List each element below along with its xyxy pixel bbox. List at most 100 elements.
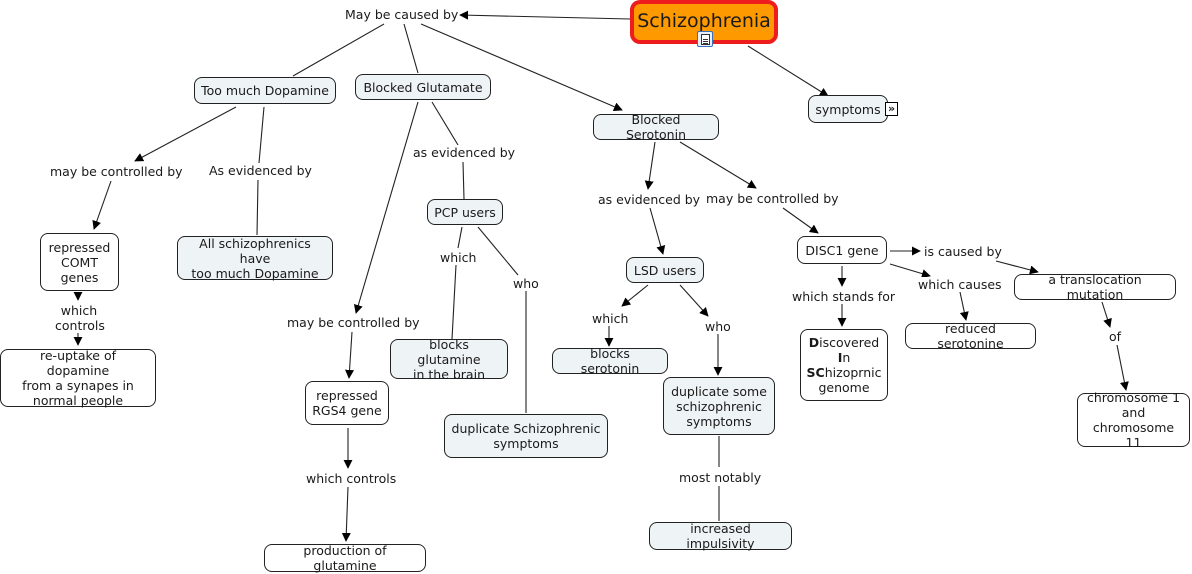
- link-label-as-evidenced-by: as evidenced by: [597, 192, 702, 207]
- acronym-rest: n: [842, 350, 851, 365]
- concept-label: DISC1 gene: [805, 242, 879, 258]
- concept-translocation-mutation[interactable]: a translocation mutation: [1014, 272, 1176, 302]
- link-which-blocks: [451, 264, 457, 340]
- concept-label: Blocked Glutamate: [363, 79, 483, 95]
- concept-label: Blocked Serotonin: [625, 112, 686, 142]
- link-label-which-controls: which controls: [305, 471, 398, 486]
- link-caused-serotonin: [420, 23, 623, 111]
- concept-pcp-users[interactable]: PCP users: [427, 199, 503, 225]
- concept-increased-impulsivity[interactable]: increased impulsivity: [649, 521, 792, 551]
- link-serotonin-evidenced: [644, 141, 656, 190]
- link-root-symptoms: [747, 45, 829, 97]
- acronym-rest: iscovered: [819, 335, 880, 350]
- concept-label: symptoms: [815, 101, 881, 117]
- concept-label: a translocation mutation: [1048, 272, 1142, 302]
- concept-repressed-comt[interactable]: repressed COMT genes: [40, 233, 119, 291]
- acronym-line: In: [838, 350, 851, 365]
- link-label-as-evidenced-by: as evidenced by: [412, 145, 517, 160]
- link-isCaused-translocation: [995, 260, 1039, 275]
- concept-reuptake-dopamine[interactable]: re-uptake of dopamine from a synapes in …: [0, 348, 156, 408]
- link-evidenced-all: [256, 179, 259, 236]
- link-controlled-comt: [92, 180, 112, 230]
- link-lsd-which: [621, 284, 649, 307]
- link-label-may-be-controlled-by: may be controlled by: [286, 315, 421, 330]
- link-label-of: of: [1108, 329, 1123, 344]
- acronym-letter: D: [808, 335, 820, 350]
- link-label-which-causes: which causes: [917, 277, 1003, 292]
- link-label-who: who: [704, 319, 732, 334]
- concept-label: blocks glutamine in the brain: [413, 336, 485, 382]
- link-label-may-be-caused-by: May be caused by: [344, 7, 460, 22]
- document-line-glyph: [703, 39, 708, 40]
- link-pcp-who: [477, 226, 519, 276]
- concept-label: chromosome 1 and chromosome 11: [1086, 390, 1181, 450]
- acronym-rest: hizoprnic: [824, 365, 882, 380]
- link-whichCauses-reduced: [959, 291, 969, 321]
- concept-label: blocks serotonin: [580, 346, 640, 376]
- concept-disc1-acronym[interactable]: Discovered In SChizoprnic genome: [800, 329, 888, 401]
- concept-all-schizophrenics[interactable]: All schizophrenics have too much Dopamin…: [177, 235, 333, 281]
- resource-document-icon[interactable]: [697, 31, 713, 47]
- link-which-production: [341, 486, 351, 542]
- concept-label: All schizophrenics have too much Dopamin…: [191, 235, 319, 281]
- link-label-as-evidenced-by: As evidenced by: [208, 163, 313, 178]
- acronym-line: SChizoprnic: [807, 365, 882, 380]
- concept-repressed-rgs4[interactable]: repressed RGS4 gene: [305, 381, 389, 425]
- concept-label: PCP users: [434, 204, 496, 220]
- concept-label: re-uptake of dopamine from a synapes in …: [22, 348, 134, 408]
- link-dopamine-evidenced: [258, 106, 265, 164]
- concept-chromosomes[interactable]: chromosome 1 and chromosome 11: [1077, 390, 1190, 450]
- document-line-glyph: [703, 41, 708, 42]
- link-label-may-be-controlled-by: may be controlled by: [49, 164, 184, 179]
- link-caused-dopamine: [292, 23, 385, 77]
- link-root-maybecaused: [459, 10, 631, 20]
- concept-label: Too much Dopamine: [201, 83, 329, 98]
- acronym-line: Discovered: [809, 335, 879, 350]
- link-serotonin-controlled: [679, 141, 757, 189]
- acronym-letter: I: [837, 350, 843, 365]
- concept-lsd-users[interactable]: LSD users: [626, 257, 704, 283]
- acronym-line: genome: [818, 380, 869, 395]
- concept-blocked-glutamate[interactable]: Blocked Glutamate: [355, 74, 491, 100]
- expand-submap-icon[interactable]: »: [885, 102, 898, 116]
- concept-production-glutamine[interactable]: production of glutamine: [264, 543, 426, 573]
- concept-duplicate-schizophrenic-symptoms[interactable]: duplicate Schizophrenic symptoms: [444, 414, 608, 458]
- link-label-most-notably: most notably: [678, 470, 763, 485]
- concept-duplicate-some-symptoms[interactable]: duplicate some schizophrenic symptoms: [663, 377, 775, 435]
- concept-label: duplicate Schizophrenic symptoms: [451, 421, 601, 451]
- acronym-rest: genome: [818, 380, 870, 395]
- concept-label: repressed COMT genes: [48, 239, 111, 285]
- link-label-who: who: [512, 276, 540, 291]
- link-of-chromosomes: [1116, 344, 1129, 391]
- link-label-which: which: [591, 311, 630, 326]
- concept-disc1-gene[interactable]: DISC1 gene: [797, 236, 887, 264]
- concept-label: LSD users: [633, 262, 697, 278]
- concept-label: increased impulsivity: [686, 521, 755, 551]
- concept-symptoms[interactable]: symptoms: [808, 95, 888, 123]
- link-disc1-whichCauses: [889, 263, 931, 278]
- concept-label: duplicate some schizophrenic symptoms: [671, 383, 767, 429]
- link-label-which-controls: which controls: [54, 303, 105, 333]
- concept-blocked-serotonin[interactable]: Blocked Serotonin: [593, 112, 719, 142]
- link-controlled-disc1: [782, 207, 819, 234]
- acronym-letter: SC: [806, 365, 825, 380]
- concept-too-much-dopamine[interactable]: Too much Dopamine: [194, 77, 336, 104]
- link-label-may-be-controlled-by: may be controlled by: [705, 191, 840, 206]
- link-dopamine-controlled: [134, 106, 237, 162]
- link-evidenced-lsd: [649, 207, 666, 255]
- document-line-glyph: [703, 43, 708, 44]
- concept-label: reduced serotonine: [937, 321, 1004, 351]
- concept-blocks-serotonin[interactable]: blocks serotonin: [552, 346, 668, 376]
- link-label-which-stands-for: which stands for: [791, 289, 896, 304]
- link-pcp-which: [457, 226, 463, 249]
- link-label-is-caused-by: is caused by: [923, 244, 1003, 259]
- link-glutamate-evidenced: [431, 101, 459, 146]
- link-evidenced-pcp: [462, 161, 465, 200]
- link-caused-glutamate: [403, 23, 419, 74]
- concept-blocks-glutamine[interactable]: blocks glutamine in the brain: [390, 336, 508, 382]
- root-concept-label: Schizophrenia: [637, 10, 771, 32]
- link-label-which: which: [439, 250, 478, 265]
- link-glutamate-controlled: [353, 101, 419, 314]
- concept-reduced-serotonine[interactable]: reduced serotonine: [905, 321, 1036, 351]
